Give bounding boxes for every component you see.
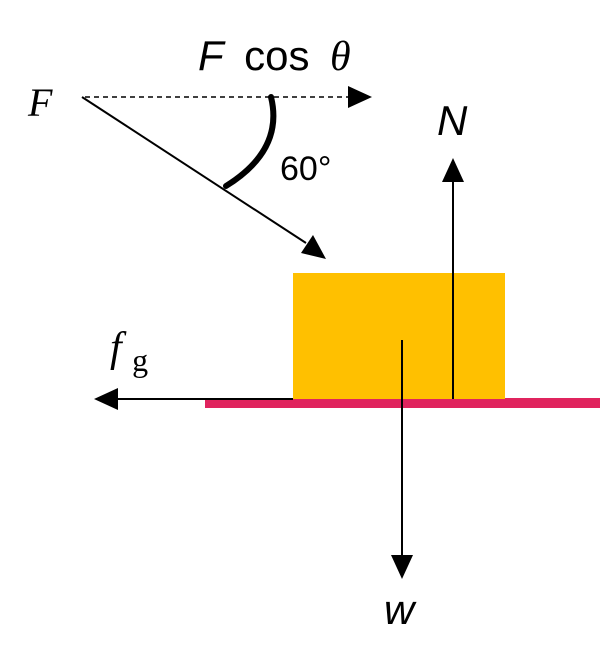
normal-force-label: N [437,97,468,144]
friction-arrowhead [94,388,118,410]
horizontal-component-angle: θ [330,34,351,80]
block [293,273,505,399]
horizontal-component-func: cos [244,32,309,79]
horizontal-component-arrowhead [348,86,372,108]
normal-force-arrowhead [442,158,464,182]
angle-arc [223,94,277,189]
angle-label: 60° [280,150,331,188]
applied-force-arrow [81,96,307,244]
applied-force-label: F [27,80,53,125]
weight-label: w [384,586,417,633]
friction-subscript: g [132,342,148,378]
horizontal-component-symbol: F [198,32,226,79]
friction-label: f g [110,325,148,378]
weight-arrowhead [391,555,413,579]
applied-force-arrowhead [301,235,326,259]
horizontal-component-label: F cos θ [198,32,351,80]
friction-symbol: f [110,325,127,371]
